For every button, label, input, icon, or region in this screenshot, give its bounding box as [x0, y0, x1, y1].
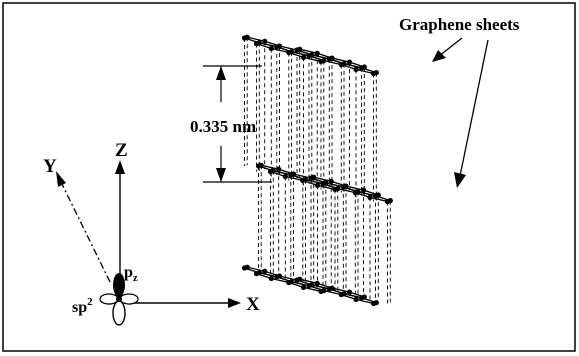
pz-orbital-icon: [99, 273, 139, 326]
carbon-atom: [244, 264, 250, 270]
carbon-atom: [352, 190, 358, 196]
carbon-atom: [338, 62, 344, 68]
carbon-atom: [346, 59, 353, 65]
orbital-lobe-left: [99, 293, 119, 305]
graphene-sheet-bottom: [241, 264, 379, 307]
carbon-atom: [297, 276, 303, 282]
carbon-atom: [268, 45, 274, 52]
carbon-atom: [328, 178, 334, 184]
carbon-atom: [358, 65, 365, 71]
y-axis-line: [59, 179, 111, 283]
sp2-orbital-label: sp2: [72, 296, 93, 316]
carbon-atom: [286, 49, 292, 56]
distance-arrow-up-head: [216, 66, 226, 80]
carbon-atom: [326, 286, 332, 292]
carbon-atom: [286, 279, 292, 286]
carbon-atom: [274, 44, 280, 50]
carbon-atom: [384, 198, 391, 205]
carbon-atom: [346, 289, 353, 295]
x-axis-arrowhead: [228, 298, 241, 308]
interlayer-dashed-lines: [244, 37, 391, 304]
carbon-atom: [370, 70, 377, 77]
pointer-arrow-mid-shaft: [459, 39, 489, 177]
carbon-atom: [311, 174, 317, 180]
z-axis-arrowhead: [115, 160, 125, 174]
carbon-atom: [353, 296, 359, 302]
carbon-atom: [274, 274, 280, 280]
x-axis-label: X: [246, 294, 260, 315]
carbon-atom: [326, 56, 332, 62]
coordinate-axes: Z Y X: [43, 140, 260, 315]
carbon-atom: [262, 268, 268, 274]
carbon-atom: [314, 280, 320, 286]
carbon-atom: [288, 172, 294, 178]
distance-arrow-down-head: [216, 168, 226, 182]
carbon-atom: [262, 38, 268, 44]
y-axis-label: Y: [43, 156, 57, 177]
carbon-atom: [353, 66, 359, 72]
carbon-atom: [367, 194, 373, 200]
carbon-atom: [244, 34, 250, 40]
carbon-atom: [320, 181, 326, 187]
carbon-atom: [282, 173, 288, 180]
carbon-atom: [253, 271, 260, 277]
carbon-atom: [267, 169, 274, 175]
pointer-arrow-top-head: [432, 50, 446, 62]
carbon-atom: [300, 54, 307, 61]
carbon-atom: [306, 283, 312, 289]
carbon-atom: [318, 58, 324, 64]
figure-frame: [2, 2, 576, 352]
carbon-atom: [360, 187, 367, 193]
carbon-atom: [314, 50, 320, 56]
graphene-sheets-annotation: Graphene sheets: [399, 15, 520, 188]
pz-orbital-label: pz: [124, 264, 138, 284]
graphene-sheets-label: Graphene sheets: [399, 15, 520, 34]
carbon-atom: [268, 275, 274, 282]
interlayer-distance-label: 0.335 nm: [190, 117, 256, 136]
orbital-lobe-lower: [112, 300, 126, 326]
carbon-atom: [358, 295, 365, 301]
carbon-atom: [253, 41, 260, 47]
interlayer-distance-marker: 0.335 nm: [190, 65, 272, 183]
orbital-nucleus: [116, 296, 122, 302]
carbon-atom: [332, 186, 338, 192]
carbon-atom: [314, 182, 321, 188]
carbon-atom: [297, 46, 303, 52]
z-axis-label: Z: [115, 140, 128, 161]
carbon-atom: [340, 184, 346, 190]
y-axis-arrowhead: [56, 171, 66, 187]
carbon-atom: [300, 284, 307, 290]
graphene-sheet-top: [241, 34, 379, 77]
carbon-atom: [306, 53, 312, 59]
carbon-atom: [258, 162, 264, 168]
graphene-sheet-middle: [255, 162, 393, 205]
carbon-atom: [370, 300, 377, 307]
carbon-atom: [338, 292, 344, 298]
pointer-arrow-mid-head: [454, 172, 466, 188]
carbon-atom: [300, 177, 306, 184]
carbon-atom: [318, 288, 324, 294]
carbon-atom: [372, 193, 379, 199]
orbital-lobe-upper: [113, 273, 125, 297]
orbital-lobe-right: [119, 293, 139, 305]
carbon-atom: [276, 166, 282, 172]
